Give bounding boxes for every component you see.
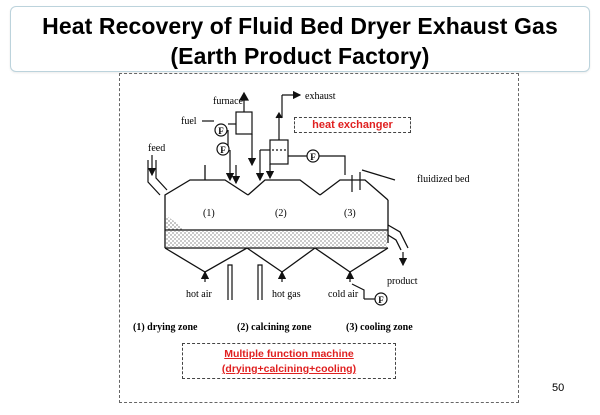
- legend-drying-zone: (1) drying zone: [133, 322, 198, 333]
- heat-exchanger-unit: [255, 90, 346, 182]
- svg-text:F: F: [220, 145, 226, 155]
- bottom-inlets: [200, 252, 408, 300]
- fan-exchanger: F: [306, 149, 320, 163]
- label-hot-air: hot air: [186, 289, 212, 300]
- label-feed: feed: [148, 143, 165, 154]
- label-fuel: fuel: [181, 116, 197, 127]
- dryer-body: [164, 165, 409, 273]
- label-zone2: (2): [275, 208, 287, 219]
- furnace: [225, 91, 257, 185]
- feed-inlet: [147, 155, 168, 196]
- legend-calcining-zone: (2) calcining zone: [237, 322, 312, 333]
- diagram-frame: [119, 73, 519, 403]
- heat-exchanger-label: heat exchanger: [312, 119, 393, 131]
- fluidized-bed-layer: [166, 231, 387, 247]
- svg-text:F: F: [310, 152, 316, 162]
- feed-pile: [166, 215, 185, 230]
- slide-subtitle: (Earth Product Factory): [170, 43, 430, 69]
- machine-callout: Multiple function machine (drying+calcin…: [182, 343, 396, 379]
- label-zone1: (1): [203, 208, 215, 219]
- fan-air: F: [216, 142, 230, 156]
- heat-exchanger-callout: heat exchanger: [294, 117, 411, 133]
- svg-text:F: F: [218, 126, 224, 136]
- label-hot-gas: hot gas: [272, 289, 301, 300]
- legend-cooling-zone: (3) cooling zone: [346, 322, 413, 333]
- fan-fuel: F: [214, 123, 228, 137]
- page-number: 50: [552, 382, 565, 394]
- machine-callout-subtitle: (drying+calcining+cooling): [221, 363, 357, 375]
- svg-text:F: F: [378, 295, 384, 305]
- slide-title: Heat Recovery of Fluid Bed Dryer Exhaust…: [42, 13, 558, 39]
- label-furnace: furnace: [213, 96, 244, 107]
- label-fluidized-bed: fluidized bed: [417, 174, 469, 185]
- machine-callout-title: Multiple function machine: [224, 348, 354, 360]
- fan-cold-air: F: [374, 292, 388, 306]
- title-box: Heat Recovery of Fluid Bed Dryer Exhaust…: [10, 6, 590, 72]
- label-product: product: [387, 276, 418, 287]
- label-zone3: (3): [344, 208, 356, 219]
- exhaust-duct: [351, 169, 396, 192]
- label-cold-air: cold air: [328, 289, 359, 300]
- label-exhaust: exhaust: [305, 91, 336, 102]
